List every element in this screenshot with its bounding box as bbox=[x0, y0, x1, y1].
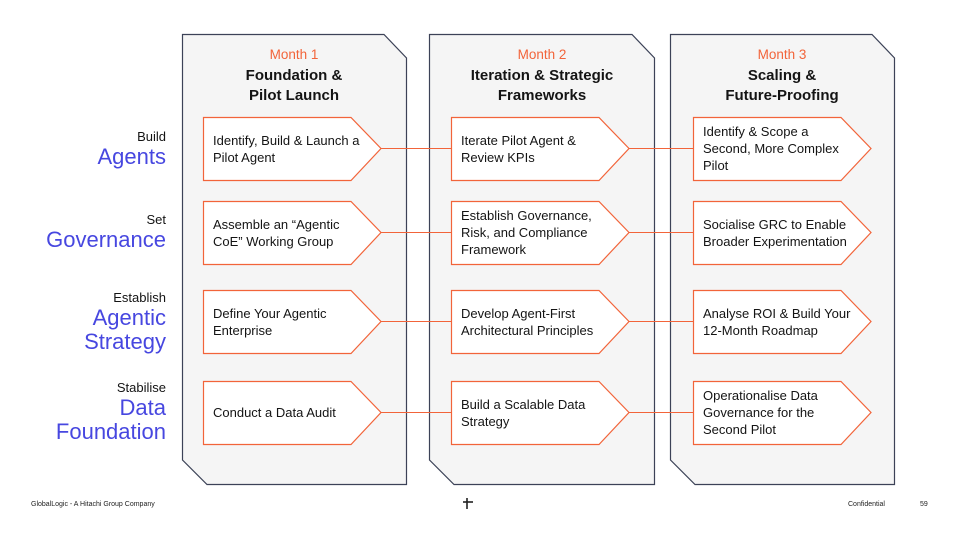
month-1-heading: Month 1 Foundation & Pilot Launch bbox=[182, 46, 406, 106]
task-arrow-box bbox=[202, 380, 382, 446]
row-noun: Foundation bbox=[55, 419, 166, 444]
phase-title-line: Frameworks bbox=[497, 87, 587, 104]
phase-title: Foundation & Pilot Launch bbox=[182, 66, 406, 106]
task-arrow-box bbox=[692, 200, 872, 266]
task-arrow-box bbox=[450, 116, 630, 182]
task-label: Identify & Scope a Second, More Complex … bbox=[703, 124, 839, 173]
task-label: Socialise GRC to Enable Broader Experime… bbox=[703, 216, 847, 249]
task-arrow-box bbox=[202, 116, 382, 182]
phase-title: Scaling & Future-Proofing bbox=[670, 66, 894, 106]
row-verb: Build bbox=[137, 129, 166, 144]
row-label-governance: Set Governance bbox=[0, 212, 166, 252]
task-label: Conduct a Data Audit bbox=[213, 405, 336, 420]
row-label-data: Stabilise Data Foundation bbox=[0, 380, 166, 444]
footer-page-number: 59 bbox=[920, 501, 928, 508]
phase-title: Iteration & Strategic Frameworks bbox=[430, 66, 654, 106]
task-label: Assemble an “Agentic CoE” Working Group bbox=[213, 216, 340, 249]
phase-title-line: Scaling & bbox=[747, 67, 817, 84]
month-label: Month 2 bbox=[517, 47, 567, 62]
task-label: Define Your Agentic Enterprise bbox=[213, 305, 327, 338]
task-label: Operationalise Data Governance for the S… bbox=[703, 388, 818, 437]
month-label: Month 3 bbox=[757, 47, 807, 62]
phase-title-line: Pilot Launch bbox=[249, 87, 339, 104]
row-verb: Set bbox=[146, 212, 166, 227]
task-label: Build a Scalable Data Strategy bbox=[461, 396, 586, 429]
task-arrow-box bbox=[692, 289, 872, 355]
task-arrow-box bbox=[450, 380, 630, 446]
plus-mark-icon bbox=[463, 498, 473, 509]
task-label: Analyse ROI & Build Your 12-Month Roadma… bbox=[703, 305, 851, 338]
month-2-heading: Month 2 Iteration & Strategic Frameworks bbox=[430, 46, 654, 106]
row-verb: Establish bbox=[113, 290, 166, 305]
row-label-agents: Build Agents bbox=[0, 129, 167, 169]
task-label: Iterate Pilot Agent & Review KPIs bbox=[461, 132, 576, 165]
row-noun: Agentic bbox=[92, 305, 166, 330]
task-arrow-box bbox=[692, 116, 872, 182]
row-noun: Governance bbox=[46, 227, 166, 252]
phase-title-line: Foundation & bbox=[245, 67, 343, 84]
month-3-heading: Month 3 Scaling & Future-Proofing bbox=[670, 46, 894, 106]
phase-title-line: Iteration & Strategic bbox=[470, 67, 614, 84]
task-arrow-box bbox=[202, 200, 382, 266]
footer-confidential: Confidential bbox=[848, 501, 885, 508]
row-noun: Agents bbox=[97, 144, 167, 169]
month-label: Month 1 bbox=[269, 47, 319, 62]
phase-title-line: Future-Proofing bbox=[725, 87, 839, 104]
row-label-strategy: Establish Agentic Strategy bbox=[0, 290, 166, 354]
row-noun: Data bbox=[119, 395, 166, 420]
task-arrow-box bbox=[692, 380, 872, 446]
task-label: Identify, Build & Launch a Pilot Agent bbox=[213, 132, 360, 165]
task-label: Establish Governance, Risk, and Complian… bbox=[461, 208, 592, 257]
row-noun: Strategy bbox=[84, 329, 166, 354]
task-arrow-box bbox=[202, 289, 382, 355]
row-verb: Stabilise bbox=[116, 380, 166, 395]
footer-company: GlobalLogic - A Hitachi Group Company bbox=[31, 501, 155, 508]
task-arrow-box bbox=[450, 200, 630, 266]
task-arrow-box bbox=[450, 289, 630, 355]
task-label: Develop Agent-First Architectural Princi… bbox=[461, 305, 594, 338]
